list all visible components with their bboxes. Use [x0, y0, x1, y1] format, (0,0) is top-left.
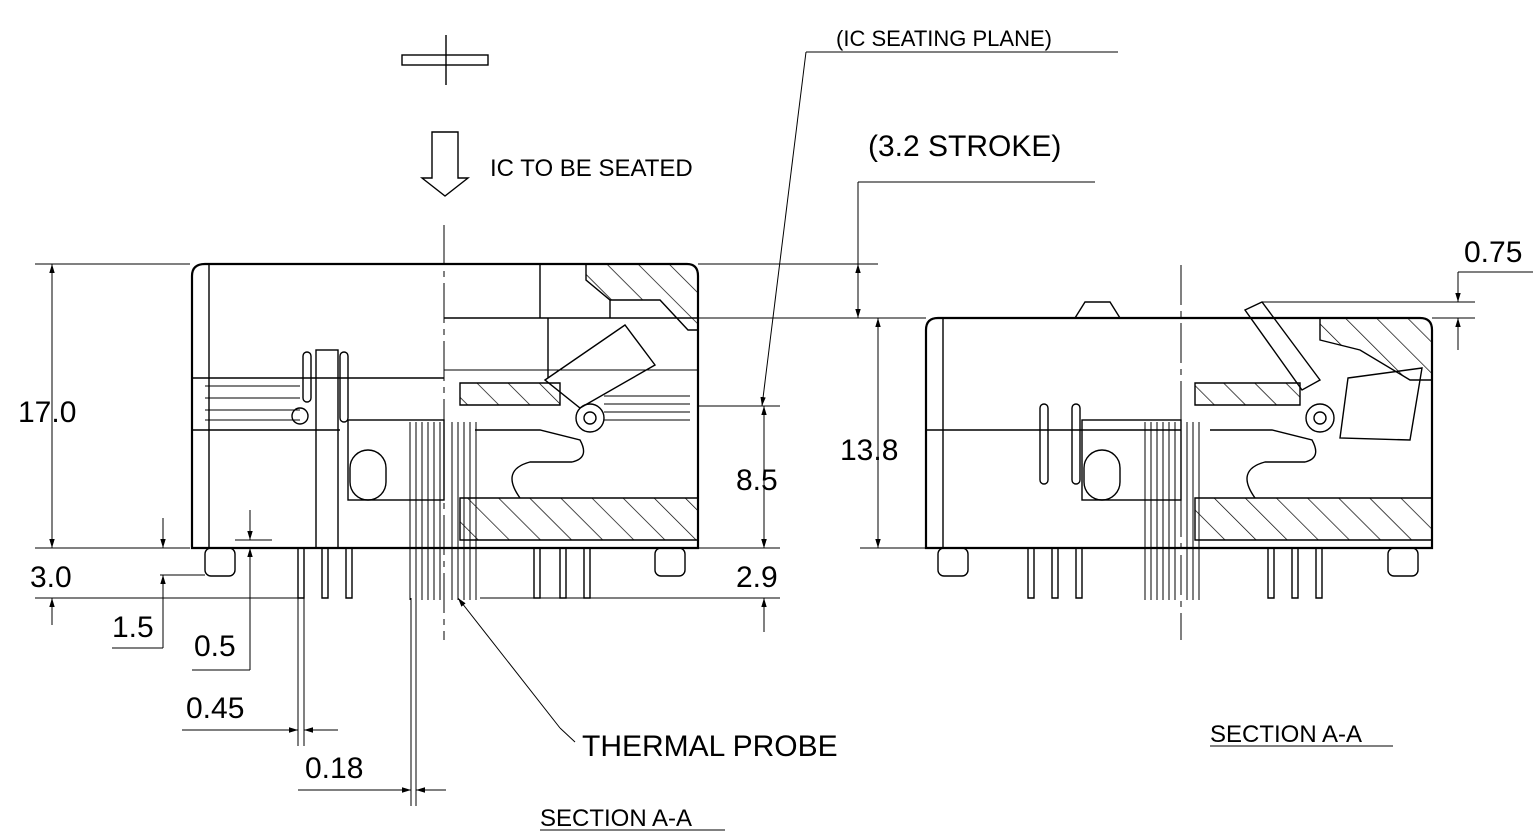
stroke-label: (3.2 STROKE) [868, 130, 1061, 163]
right-section-caption: SECTION A-A [1210, 721, 1362, 748]
dim-3-0-label: 3.0 [30, 561, 72, 594]
ic-to-be-seated-label: IC TO BE SEATED [490, 155, 693, 182]
left-dimension-lines [35, 263, 878, 806]
dim-0-75-label: 0.75 [1464, 236, 1522, 269]
ic-symbol [401, 35, 489, 85]
dim-0-45-label: 0.45 [186, 692, 244, 725]
dim-17-label: 17.0 [18, 396, 76, 429]
thermal-probe-label: THERMAL PROBE [582, 730, 838, 763]
dim-2-9-label: 2.9 [736, 561, 778, 594]
dim-1-5-label: 1.5 [112, 611, 154, 644]
down-arrow-icon [419, 131, 471, 197]
dim-0-18-label: 0.18 [305, 752, 363, 785]
left-section-view [190, 225, 700, 640]
dim-13-8-label: 13.8 [840, 434, 898, 467]
left-section-caption: SECTION A-A [540, 805, 692, 832]
dim-8-5-label: 8.5 [736, 464, 778, 497]
seating-plane-leader [760, 51, 807, 407]
dim-0-5-label: 0.5 [194, 630, 236, 663]
right-section-view [924, 265, 1434, 640]
right-dimension-lines [860, 271, 1533, 549]
ic-seating-plane-label: (IC SEATING PLANE) [836, 26, 1052, 51]
